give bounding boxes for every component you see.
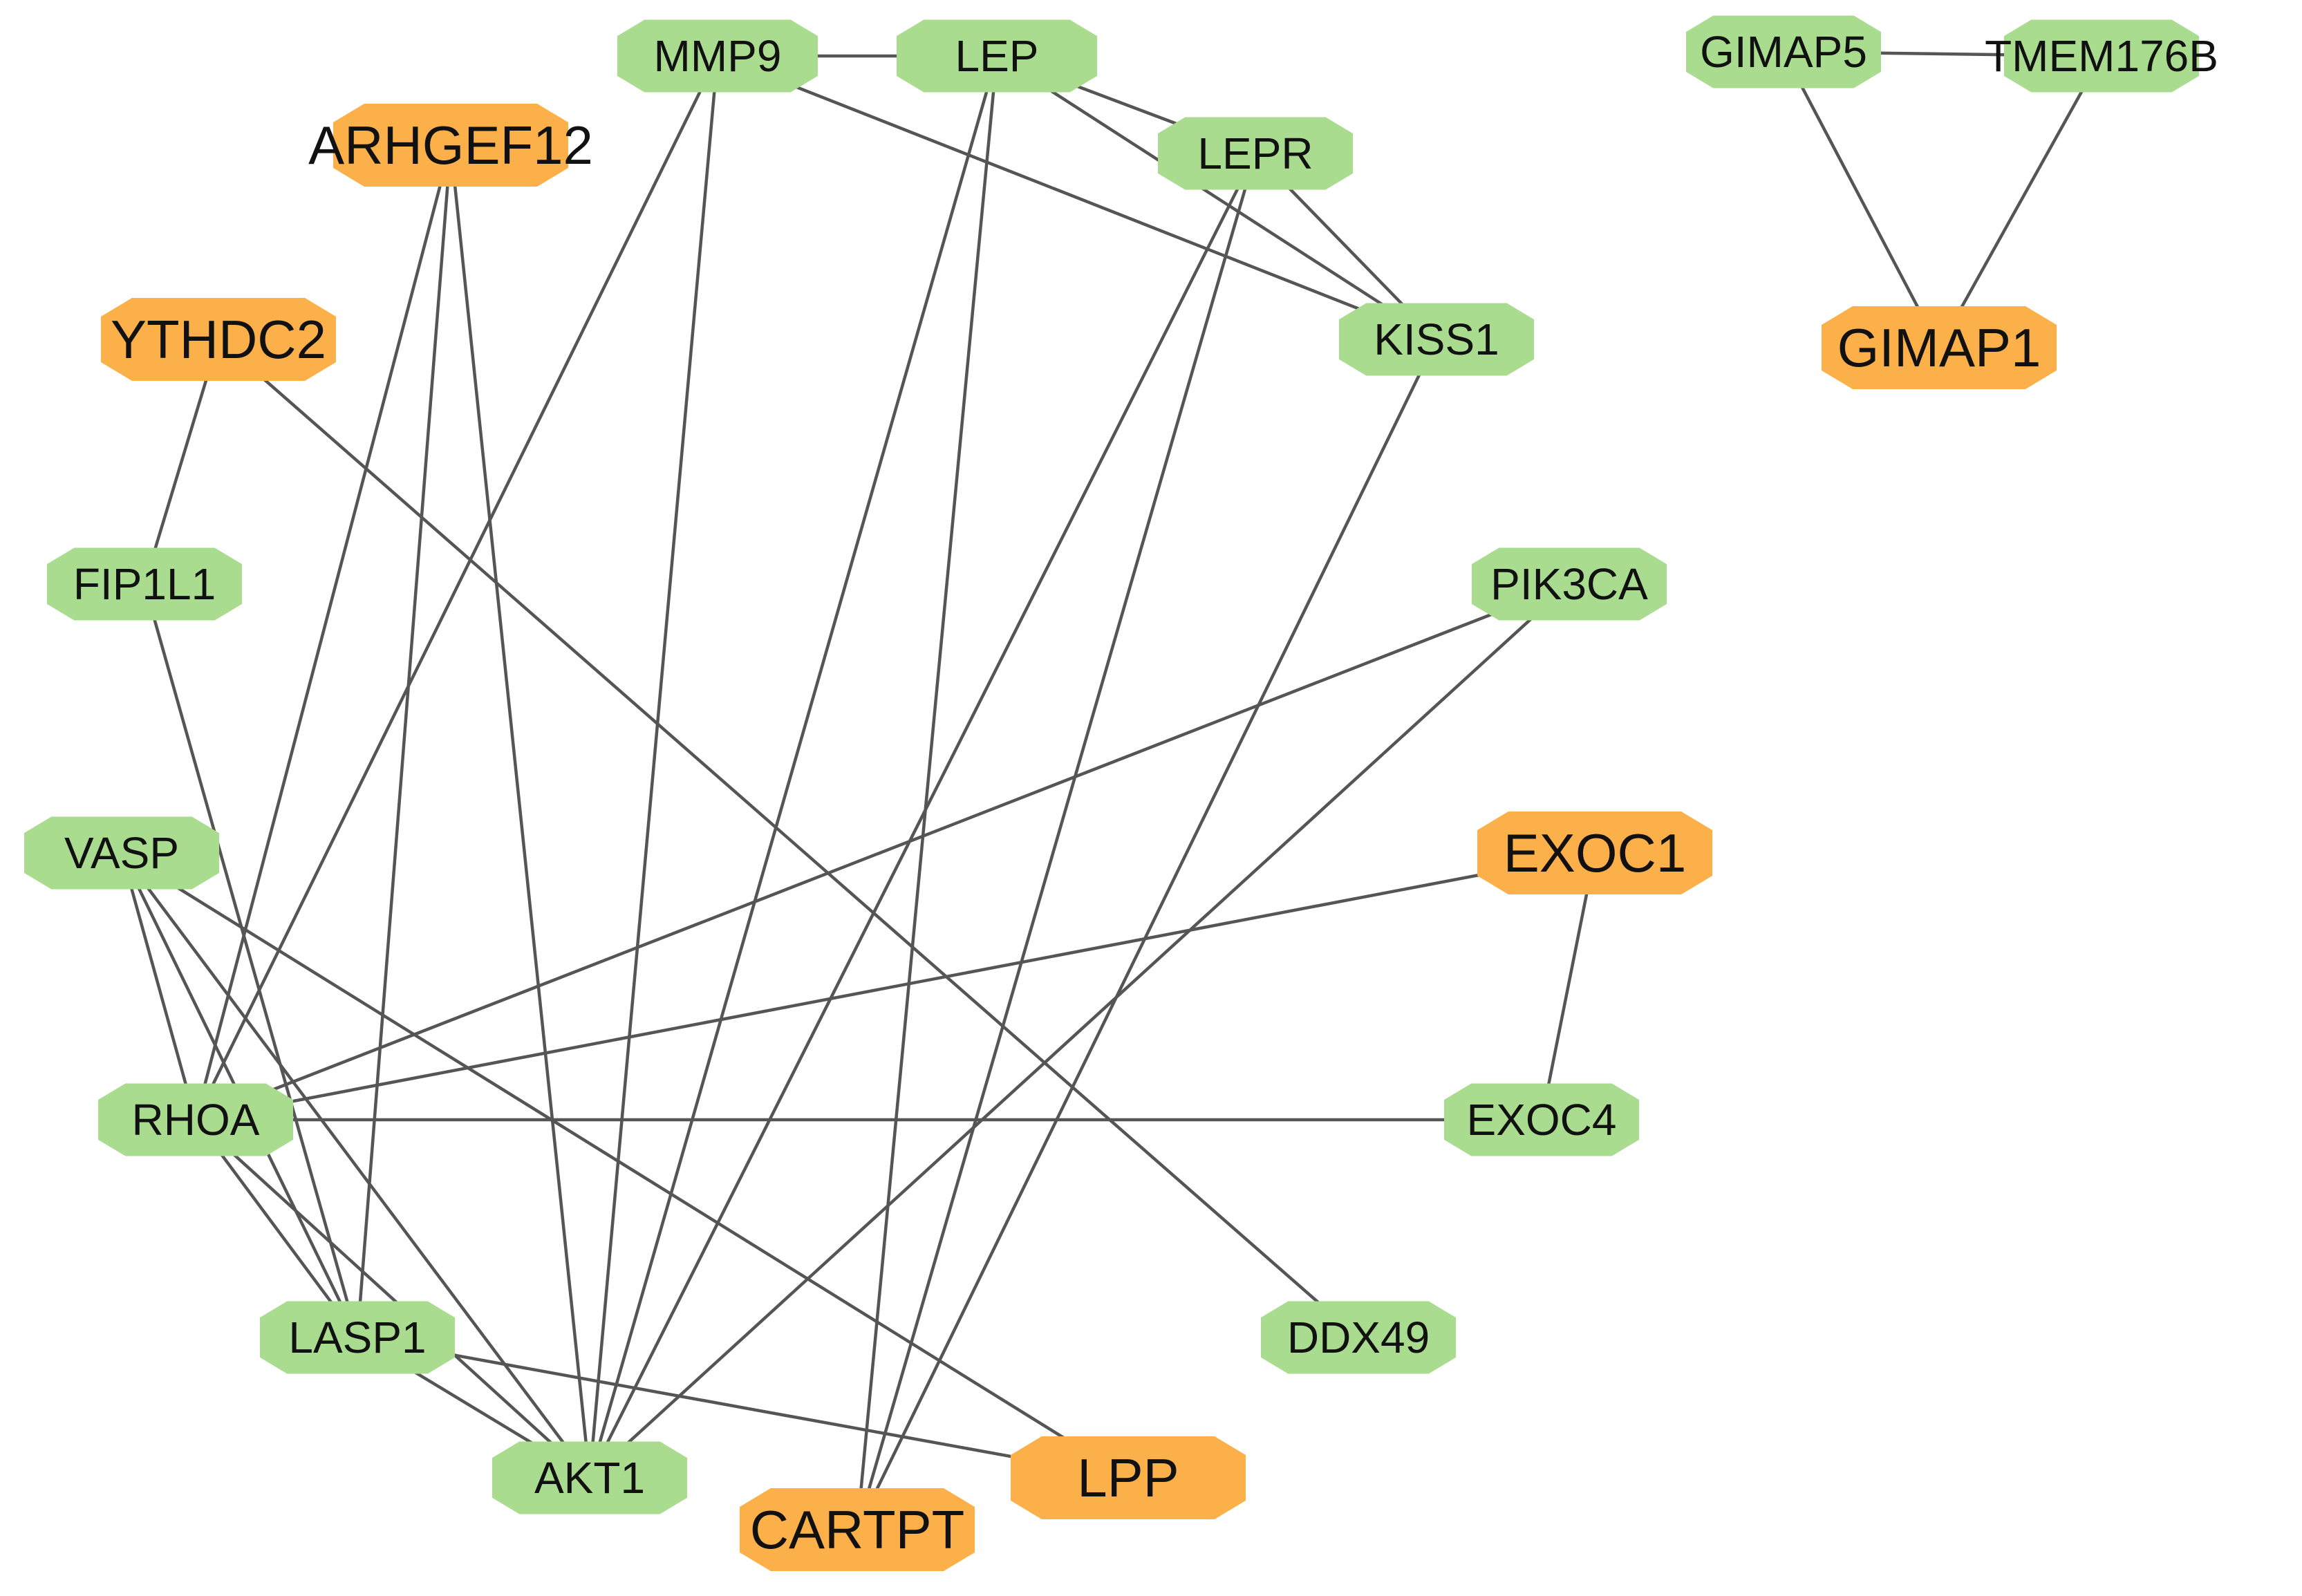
node-exoc4-label: EXOC4 <box>1467 1095 1617 1145</box>
edge-fip1l1-lasp1 <box>142 583 359 1338</box>
node-fip1l1: FIP1L1 <box>47 547 242 621</box>
node-vasp-shape <box>24 816 219 890</box>
node-arhgef12: ARHGEF12 <box>308 104 593 187</box>
edge-exoc1-exoc4 <box>1540 852 1597 1120</box>
node-akt1: AKT1 <box>492 1441 687 1514</box>
node-mmp9-shape <box>617 19 818 93</box>
edge-lep-kiss1 <box>995 55 1438 341</box>
node-cartpt-label: CARTPT <box>750 1499 965 1560</box>
node-akt1-label: AKT1 <box>534 1453 645 1503</box>
node-kiss1: KISS1 <box>1339 303 1534 376</box>
node-ddx49-shape <box>1261 1301 1456 1374</box>
edge-lep-akt1 <box>588 55 999 1478</box>
node-exoc1: EXOC1 <box>1477 811 1712 894</box>
node-lep-label: LEP <box>955 31 1039 81</box>
node-lpp-shape <box>1011 1436 1246 1519</box>
node-lasp1: LASP1 <box>260 1301 455 1374</box>
node-exoc1-label: EXOC1 <box>1504 823 1686 883</box>
node-ythdc2: YTHDC2 <box>101 298 336 381</box>
node-mmp9-label: MMP9 <box>654 31 782 81</box>
edge-exoc1-rhoa <box>195 851 1596 1122</box>
node-lpp-label: LPP <box>1077 1447 1179 1508</box>
node-fip1l1-shape <box>47 547 242 621</box>
node-gimap5-label: GIMAP5 <box>1700 27 1867 77</box>
node-lepr-shape <box>1158 117 1353 190</box>
edge-vasp-lpp <box>120 852 1130 1479</box>
node-tmem176b-label: TMEM176B <box>1985 31 2218 81</box>
edge-arhgef12-lasp1 <box>355 144 453 1338</box>
node-pik3ca-shape <box>1472 547 1667 621</box>
node-gimap1-label: GIMAP1 <box>1837 317 2041 378</box>
node-lep: LEP <box>897 19 1097 93</box>
node-lasp1-shape <box>260 1301 455 1374</box>
edge-lasp1-lpp <box>357 1335 1129 1480</box>
edge-ythdc2-ddx49 <box>217 338 1360 1339</box>
edge-lepr-akt1 <box>588 152 1257 1479</box>
node-ythdc2-shape <box>101 298 336 381</box>
node-cartpt: CARTPT <box>740 1488 975 1571</box>
edge-arhgef12-rhoa <box>194 144 453 1120</box>
edge-rhoa-akt1 <box>194 1118 591 1479</box>
node-mmp9: MMP9 <box>617 19 818 93</box>
node-vasp: VASP <box>24 816 219 890</box>
node-pik3ca: PIK3CA <box>1472 547 1667 621</box>
edge-pik3ca-rhoa <box>195 582 1570 1122</box>
node-rhoa-shape <box>98 1083 293 1156</box>
node-tmem176b: TMEM176B <box>1985 19 2218 93</box>
node-exoc1-shape <box>1477 811 1712 894</box>
node-ddx49-label: DDX49 <box>1287 1313 1430 1362</box>
node-lepr: LEPR <box>1158 117 1353 190</box>
node-ddx49: DDX49 <box>1261 1301 1456 1374</box>
node-cartpt-shape <box>740 1488 975 1571</box>
node-rhoa-label: RHOA <box>132 1095 260 1145</box>
edge-mmp9-akt1 <box>588 55 720 1478</box>
node-arhgef12-shape <box>333 104 568 187</box>
edge-mmp9-kiss1 <box>717 54 1437 341</box>
edge-mmp9-rhoa <box>194 55 720 1120</box>
edge-pik3ca-akt1 <box>588 583 1571 1479</box>
node-gimap1-shape <box>1822 306 2057 389</box>
edge-kiss1-cartpt <box>855 339 1439 1530</box>
node-kiss1-label: KISS1 <box>1374 314 1499 364</box>
node-gimap5: GIMAP5 <box>1686 15 1881 88</box>
node-akt1-shape <box>492 1441 687 1514</box>
edge-layer <box>120 50 2103 1530</box>
edge-arhgef12-akt1 <box>449 144 592 1478</box>
edge-vasp-akt1 <box>120 852 591 1479</box>
node-tmem176b-shape <box>2004 19 2199 93</box>
node-lepr-label: LEPR <box>1197 129 1313 178</box>
node-kiss1-shape <box>1339 303 1534 376</box>
node-gimap5-shape <box>1686 15 1881 88</box>
edge-vasp-rhoa <box>120 852 198 1120</box>
node-lpp: LPP <box>1011 1436 1246 1519</box>
node-vasp-label: VASP <box>64 828 179 878</box>
node-lasp1-label: LASP1 <box>288 1313 426 1362</box>
edge-tmem176b-gimap1 <box>1938 55 2103 349</box>
node-pik3ca-label: PIK3CA <box>1490 559 1648 609</box>
edge-gimap5-gimap1 <box>1782 50 1940 349</box>
node-rhoa: RHOA <box>98 1083 293 1156</box>
node-arhgef12-label: ARHGEF12 <box>308 115 593 176</box>
node-exoc4-shape <box>1444 1083 1639 1156</box>
node-ythdc2-label: YTHDC2 <box>111 309 326 370</box>
node-gimap1: GIMAP1 <box>1822 306 2057 389</box>
node-exoc4: EXOC4 <box>1444 1083 1639 1156</box>
edge-lep-cartpt <box>855 55 999 1530</box>
edge-lepr-cartpt <box>855 153 1257 1530</box>
node-fip1l1-label: FIP1L1 <box>73 559 216 609</box>
node-lep-shape <box>897 19 1097 93</box>
